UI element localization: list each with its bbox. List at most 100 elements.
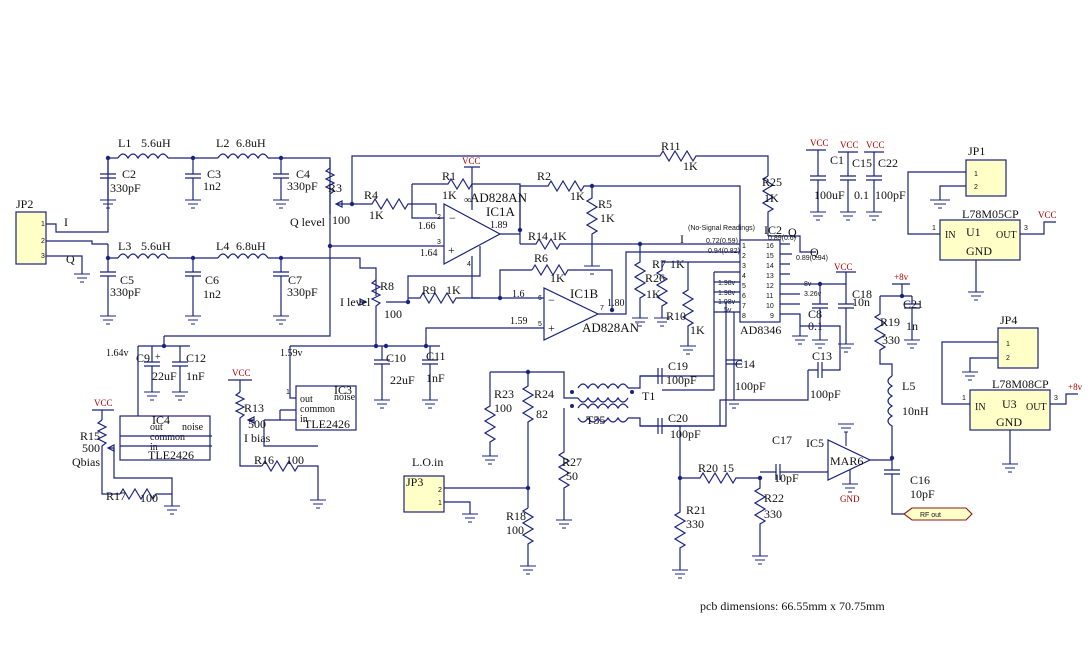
resistor-r20: R20 15 bbox=[680, 461, 760, 485]
svg-text:R1: R1 bbox=[442, 169, 456, 183]
svg-text:VCC: VCC bbox=[232, 368, 251, 378]
svg-text:C5: C5 bbox=[120, 273, 134, 287]
svg-text:C18: C18 bbox=[852, 287, 872, 301]
svg-text:L3: L3 bbox=[118, 239, 131, 253]
svg-text:C17: C17 bbox=[772, 433, 792, 447]
svg-text:1K: 1K bbox=[690, 323, 705, 337]
svg-text:GND: GND bbox=[966, 244, 992, 258]
connector-jp3: L.O.in JP3 2 1 bbox=[403, 455, 445, 513]
svg-text:5: 5 bbox=[538, 321, 542, 328]
svg-text:1K: 1K bbox=[683, 159, 698, 173]
capacitor-c14: C14 100pF bbox=[726, 357, 766, 393]
svg-text:Qbias: Qbias bbox=[72, 455, 100, 469]
svg-text:C13: C13 bbox=[812, 349, 832, 363]
svg-text:2: 2 bbox=[438, 487, 442, 494]
svg-text:R15: R15 bbox=[80, 429, 100, 443]
resistor-r11: R11 1K bbox=[659, 139, 769, 176]
svg-text:C14: C14 bbox=[735, 357, 755, 371]
svg-text:5v: 5v bbox=[724, 307, 732, 314]
svg-text:1K: 1K bbox=[446, 283, 461, 297]
svg-text:VCC: VCC bbox=[810, 138, 829, 148]
resistor-r9: R9 1K bbox=[408, 283, 532, 305]
svg-text:1: 1 bbox=[974, 171, 978, 178]
svg-text:R20: R20 bbox=[698, 461, 718, 475]
svg-text:R13: R13 bbox=[244, 401, 264, 415]
svg-text:R24: R24 bbox=[534, 387, 554, 401]
svg-text:R21: R21 bbox=[686, 503, 706, 517]
svg-text:L2: L2 bbox=[216, 136, 229, 150]
opamp-ic1a: − + 2 3 ∞ AD828AN IC1A 4 bbox=[437, 190, 528, 268]
svg-text:T1: T1 bbox=[642, 389, 655, 403]
svg-text:500: 500 bbox=[248, 417, 266, 431]
svg-text:6.8uH: 6.8uH bbox=[236, 136, 266, 150]
svg-text:1: 1 bbox=[41, 221, 45, 228]
capacitor-c16: C16 10pF bbox=[884, 458, 935, 515]
svg-text:1K: 1K bbox=[646, 287, 661, 301]
svg-text:R26: R26 bbox=[645, 271, 665, 285]
svg-text:100pF: 100pF bbox=[810, 387, 841, 401]
svg-text:500: 500 bbox=[82, 441, 100, 455]
svg-text:out: out bbox=[150, 422, 163, 433]
resistor-r24: R24 82 bbox=[521, 372, 554, 508]
svg-text:R10: R10 bbox=[666, 309, 686, 323]
svg-text:C8: C8 bbox=[808, 307, 822, 321]
capacitor-c7: C7 330pF bbox=[273, 258, 318, 325]
capacitor-c1: VCC C1 100uF bbox=[806, 138, 845, 221]
svg-text:1.66: 1.66 bbox=[418, 221, 436, 232]
capacitor-c17: C17 10pF bbox=[760, 433, 828, 485]
svg-text:R5: R5 bbox=[598, 197, 612, 211]
capacitor-c8: C8 0.1 bbox=[808, 284, 828, 349]
svg-text:+: + bbox=[448, 243, 455, 257]
svg-text:AD8346: AD8346 bbox=[740, 323, 781, 337]
svg-text:1K: 1K bbox=[550, 271, 565, 285]
svg-text:22uF: 22uF bbox=[390, 373, 415, 387]
svg-text:10n: 10n bbox=[852, 295, 870, 309]
pcb-dimensions: pcb dimensions: 66.55mm x 70.75mm bbox=[700, 599, 885, 613]
svg-text:R7: R7 bbox=[652, 257, 666, 271]
svg-text:2: 2 bbox=[974, 184, 978, 191]
svg-text:2: 2 bbox=[41, 238, 45, 245]
capacitor-c19: C19 100pF bbox=[640, 359, 714, 387]
svg-text:1K: 1K bbox=[670, 257, 685, 271]
svg-text:100: 100 bbox=[332, 213, 350, 227]
svg-text:10: 10 bbox=[766, 303, 774, 310]
svg-text:330pF: 330pF bbox=[110, 181, 141, 195]
svg-text:R17: R17 bbox=[106, 489, 126, 503]
resistor-r17: R17 100 bbox=[106, 487, 180, 515]
svg-text:AD828AN: AD828AN bbox=[470, 190, 528, 205]
transformer-t1: T1 bbox=[570, 383, 655, 403]
ic-ic3: out common in noise IC3 TLE2426 1 bbox=[286, 383, 357, 431]
svg-text:1K: 1K bbox=[570, 189, 585, 203]
svg-text:330pF: 330pF bbox=[287, 179, 318, 193]
svg-text:1n2: 1n2 bbox=[203, 287, 221, 301]
svg-text:Q: Q bbox=[788, 225, 797, 239]
svg-text:C22: C22 bbox=[878, 156, 898, 170]
svg-text:C4: C4 bbox=[296, 167, 310, 181]
transformer-t55: T55 bbox=[570, 403, 629, 427]
capacitor-c12: C12 1nF bbox=[172, 346, 206, 401]
svg-text:+: + bbox=[155, 352, 161, 363]
svg-text:7: 7 bbox=[600, 305, 604, 312]
resistor-r10: R10 1K bbox=[666, 262, 705, 355]
resistor-r6: R6 1K bbox=[531, 251, 613, 310]
svg-text:VCC: VCC bbox=[840, 140, 859, 150]
svg-text:1.89: 1.89 bbox=[490, 220, 508, 231]
svg-text:C12: C12 bbox=[186, 351, 206, 365]
svg-text:5.6uH: 5.6uH bbox=[141, 239, 171, 253]
resistor-r16: R16 100 bbox=[254, 453, 326, 509]
svg-text:2: 2 bbox=[742, 253, 746, 260]
svg-text:Q: Q bbox=[810, 245, 819, 259]
svg-text:C11: C11 bbox=[426, 349, 446, 363]
svg-text:C19: C19 bbox=[668, 359, 688, 373]
svg-text:1K: 1K bbox=[600, 211, 615, 225]
svg-text:11: 11 bbox=[766, 293, 773, 300]
svg-text:6.8uH: 6.8uH bbox=[236, 239, 266, 253]
svg-text:R19: R19 bbox=[880, 315, 900, 329]
svg-text:JP4: JP4 bbox=[1000, 313, 1017, 327]
amplifier-ic5: IC5 MAR6 GND bbox=[806, 423, 872, 504]
svg-text:3.26v: 3.26v bbox=[804, 291, 822, 298]
svg-text:100pF: 100pF bbox=[670, 427, 701, 441]
svg-text:R18: R18 bbox=[506, 509, 526, 523]
svg-text:15: 15 bbox=[766, 253, 774, 260]
svg-text:L4: L4 bbox=[216, 239, 229, 253]
